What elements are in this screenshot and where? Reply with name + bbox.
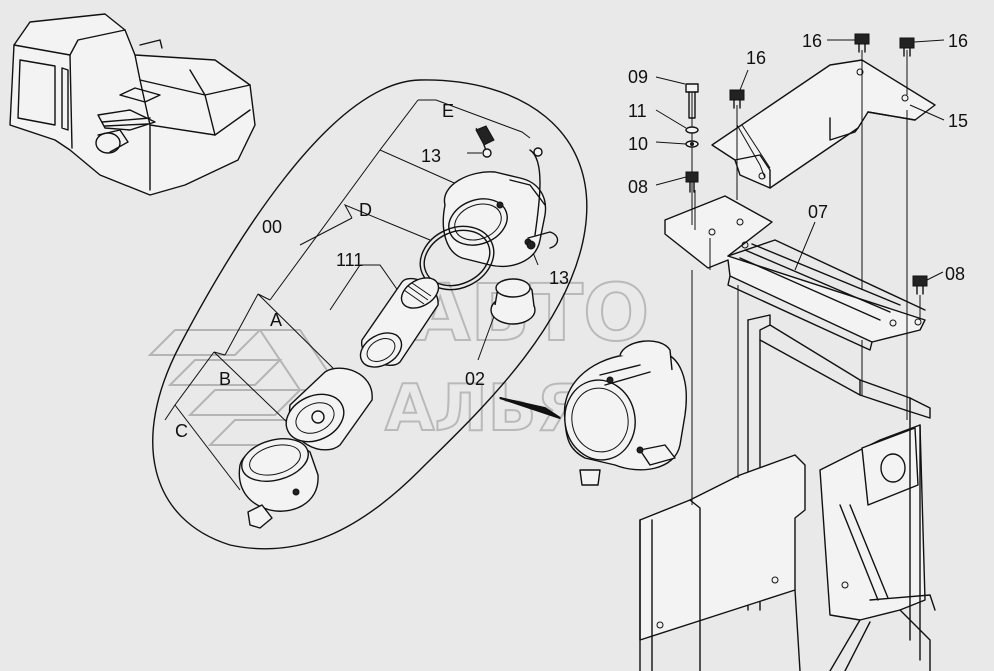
bolt-08-right <box>912 275 928 295</box>
callout-16-right: 16 <box>948 31 968 51</box>
cleaner-housing <box>442 147 559 268</box>
callout-10: 10 <box>628 134 648 154</box>
bolt-16-mid <box>854 33 870 53</box>
callout-08-left: 08 <box>628 177 648 197</box>
callout-13-lower: 13 <box>549 268 569 288</box>
callout-labels: 00 A B C D E 111 13 13 02 09 11 10 08 08… <box>175 31 968 441</box>
cover-15 <box>711 59 936 189</box>
bolt-09 <box>685 83 699 119</box>
detail-oval <box>152 79 588 550</box>
bolt-16-right <box>899 37 915 57</box>
callout-leaders <box>655 39 945 281</box>
bolt-08-upper <box>685 171 699 193</box>
air-cleaner-assembled <box>563 340 687 486</box>
callout-D: D <box>359 200 372 220</box>
air-cleaner-exploded <box>238 125 559 529</box>
frame-structure <box>639 314 936 671</box>
callout-07: 07 <box>808 202 828 222</box>
callout-15: 15 <box>948 111 968 131</box>
callout-E: E <box>442 101 454 121</box>
assembly-lines <box>691 50 921 505</box>
callout-00: 00 <box>262 217 282 237</box>
callout-11: 11 <box>628 101 647 121</box>
evacuator-cap <box>490 278 536 325</box>
washer-11 <box>685 126 699 134</box>
excavator-thumbnail <box>9 13 256 196</box>
callout-B: B <box>219 369 231 389</box>
seal-ring <box>419 225 495 291</box>
callout-13-upper: 13 <box>421 146 441 166</box>
callout-02: 02 <box>465 369 485 389</box>
clamp-part <box>475 125 495 158</box>
bolts <box>685 33 928 295</box>
inner-filter-element <box>359 277 440 368</box>
callout-111: 111 <box>336 250 363 270</box>
bolt-13b <box>526 240 536 250</box>
bottom-cover <box>238 438 319 529</box>
callout-08-right: 08 <box>945 264 965 284</box>
callout-16-mid: 16 <box>802 31 822 51</box>
callout-A: A <box>270 310 282 330</box>
callout-16-left: 16 <box>746 48 766 68</box>
bracket-07 <box>664 195 926 351</box>
callout-09: 09 <box>628 67 648 87</box>
bolt-16-left <box>729 89 745 109</box>
callout-C: C <box>175 421 188 441</box>
outer-filter-element <box>285 367 373 451</box>
